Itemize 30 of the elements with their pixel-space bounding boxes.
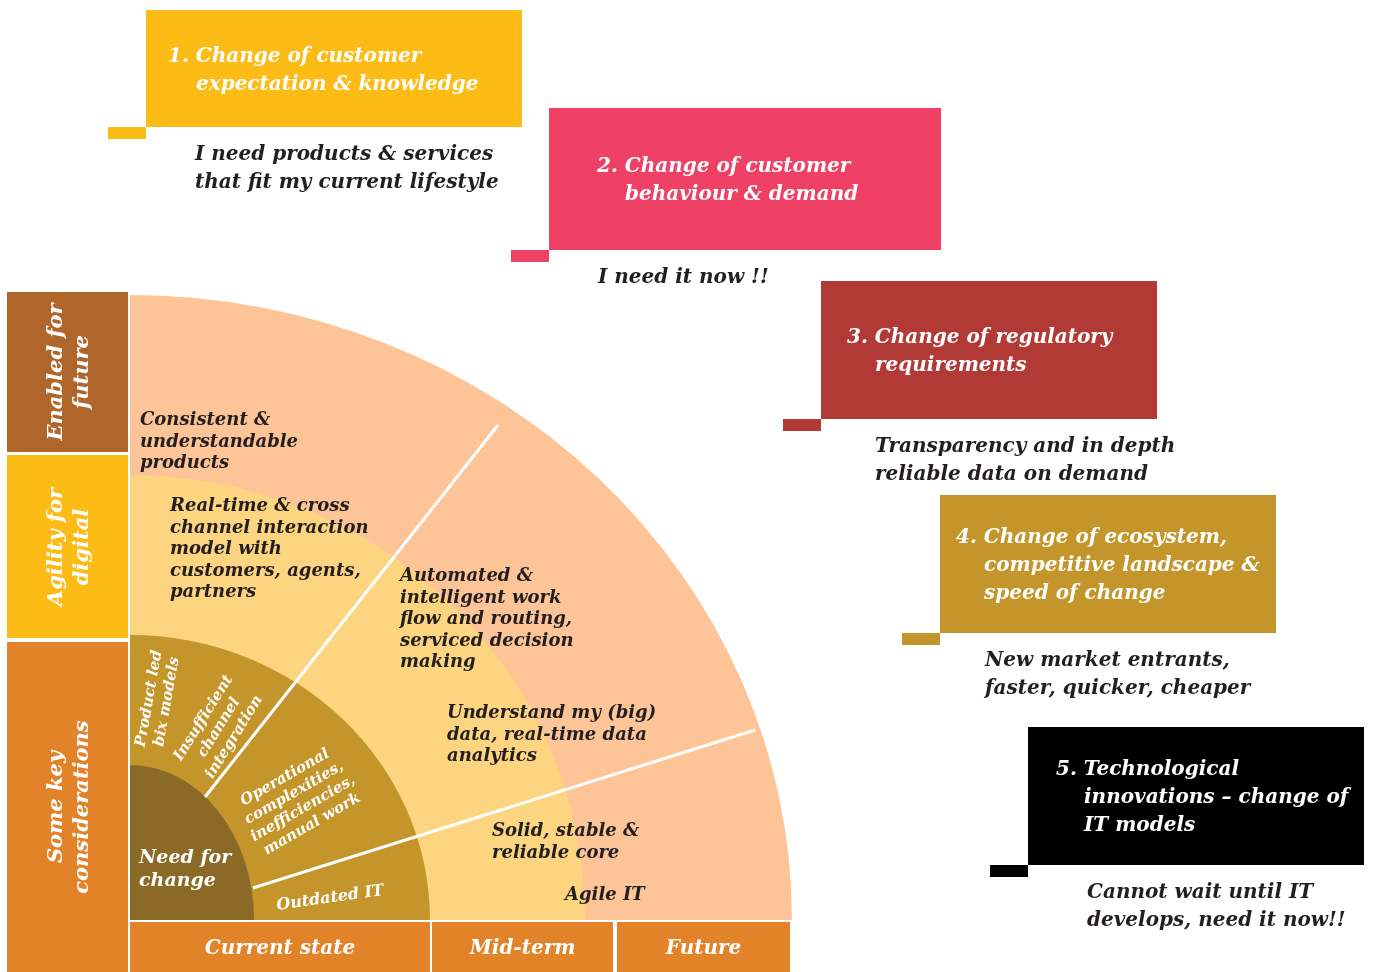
callout-note: I need products & services that fit my current lifestyle bbox=[195, 140, 500, 195]
side-band bbox=[7, 292, 128, 452]
side-band bbox=[7, 455, 128, 638]
callout-title: 4. Change of ecosystem, competitive landscape & speed of change bbox=[956, 523, 1261, 606]
side-band bbox=[7, 642, 128, 972]
timeline-bar bbox=[130, 922, 430, 972]
timeline-bar bbox=[432, 922, 613, 972]
segment-label: Need for change bbox=[139, 845, 234, 891]
segment-label: Agile IT bbox=[565, 883, 647, 905]
band-label: Enabled for future bbox=[41, 302, 94, 442]
bar-label: Current state bbox=[203, 935, 357, 959]
callout-note: Transparency and in depth reliable data on demand bbox=[875, 432, 1177, 487]
segment-label: Automated & intelligent work flow and routing, serviced decision making bbox=[400, 564, 575, 672]
segment-label: Consistent & understandable products bbox=[140, 408, 300, 473]
bar-label: Mid-term bbox=[468, 935, 577, 959]
band-label: Some key considerations bbox=[41, 719, 94, 896]
segment-label: Real-time & cross channel interaction model with customers, agents, partners bbox=[170, 494, 370, 602]
callout-title: 2. Change of customer behaviour & demand bbox=[597, 152, 860, 207]
band-label: Agility for digital bbox=[41, 485, 94, 610]
segment-label: Understand my (big) data, real-time data analytics bbox=[447, 701, 658, 766]
callout-title: 1. Change of customer expectation & knowledge bbox=[168, 41, 480, 97]
callout-note: Cannot wait until IT develops, need it now!! bbox=[1087, 878, 1347, 933]
timeline-bar bbox=[617, 922, 790, 972]
segment-label: Solid, stable & reliable core bbox=[492, 819, 641, 863]
callout-title: 5. Technological innovations – change of IT models bbox=[1056, 755, 1352, 838]
callout-note: I need it now !! bbox=[598, 263, 770, 290]
callout-title: 3. Change of regulatory requirements bbox=[847, 323, 1115, 378]
callout-note: New market entrants, faster, quicker, cheaper bbox=[985, 646, 1253, 701]
segment-label: Outdated IT bbox=[274, 879, 386, 915]
bar-label: Future bbox=[664, 935, 743, 959]
